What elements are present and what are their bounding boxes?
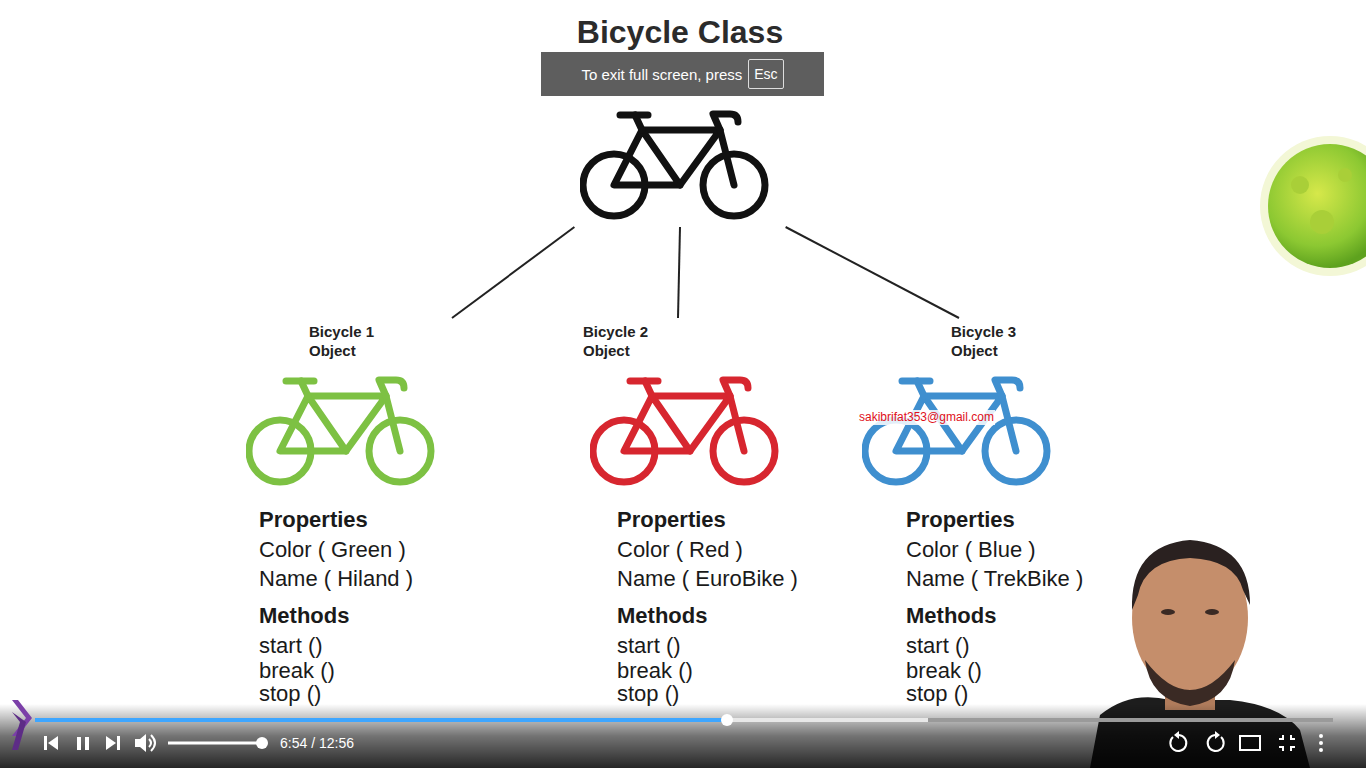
object-label: Bicycle 3 Object <box>951 322 1033 360</box>
member-text: break () <box>617 659 693 683</box>
red-bicycle <box>593 380 775 482</box>
class-title: Bicycle Class <box>570 14 790 50</box>
member-text: stop () <box>906 682 968 706</box>
member-text: Color ( Green ) <box>259 538 406 562</box>
object-node: Bicycle 1 ObjectPropertiesColor ( Green … <box>245 318 475 710</box>
key-label: Esc <box>754 66 777 82</box>
member-text: break () <box>259 659 335 683</box>
section-heading: Properties <box>617 508 726 532</box>
planet <box>1268 144 1366 268</box>
section-heading: Methods <box>617 604 707 628</box>
member-text: stop () <box>259 682 321 706</box>
member-text: Name ( Hiland ) <box>259 567 413 591</box>
object-label: Bicycle 2 Object <box>583 322 665 360</box>
progress-buffer <box>35 718 928 722</box>
class-bicycle <box>583 114 765 216</box>
section-heading: Methods <box>906 604 996 628</box>
object-node: Bicycle 3 ObjectPropertiesColor ( Blue )… <box>855 318 1115 710</box>
member-text: stop () <box>617 682 679 706</box>
volume-knob <box>256 737 268 749</box>
member-text: break () <box>906 659 982 683</box>
volume-slider <box>168 742 262 745</box>
section-heading: Properties <box>259 508 368 532</box>
member-text: Name ( EuroBike ) <box>617 567 798 591</box>
connector-line <box>678 227 680 318</box>
connector-line <box>786 227 959 318</box>
class-node: Bicycle Class <box>570 12 790 227</box>
object-node: Bicycle 2 ObjectPropertiesColor ( Red ) N… <box>578 318 828 710</box>
channel-logo <box>12 700 32 750</box>
member-text: Name ( TrekBike ) <box>906 567 1083 591</box>
member-text: Color ( Red ) <box>617 538 743 562</box>
member-text: start () <box>617 634 681 658</box>
progress-knob <box>721 714 733 726</box>
section-heading: Properties <box>906 508 1015 532</box>
green-bicycle <box>249 380 431 482</box>
time-display: 6:54 / 12:56 <box>280 734 354 752</box>
member-text: start () <box>259 634 323 658</box>
object-label: Bicycle 1 Object <box>309 322 391 360</box>
progress-track <box>35 718 1333 722</box>
playback-buttons <box>44 734 146 752</box>
connector-line <box>452 227 574 318</box>
blue-bicycle <box>865 380 1047 482</box>
member-text: start () <box>906 634 970 658</box>
key-cap: Esc <box>748 59 783 89</box>
volume-waves <box>149 735 155 751</box>
fullscreen-toast: To exit full screen, press Esc <box>541 52 824 96</box>
planet-glow <box>1260 136 1366 276</box>
right-buttons <box>1170 735 1295 751</box>
member-text: Color ( Blue ) <box>906 538 1036 562</box>
toast-text: To exit full screen, press <box>581 66 742 83</box>
section-heading: Methods <box>259 604 349 628</box>
progress-played <box>35 718 727 722</box>
watermark: sakibrifat353@gmail.com <box>858 410 995 425</box>
